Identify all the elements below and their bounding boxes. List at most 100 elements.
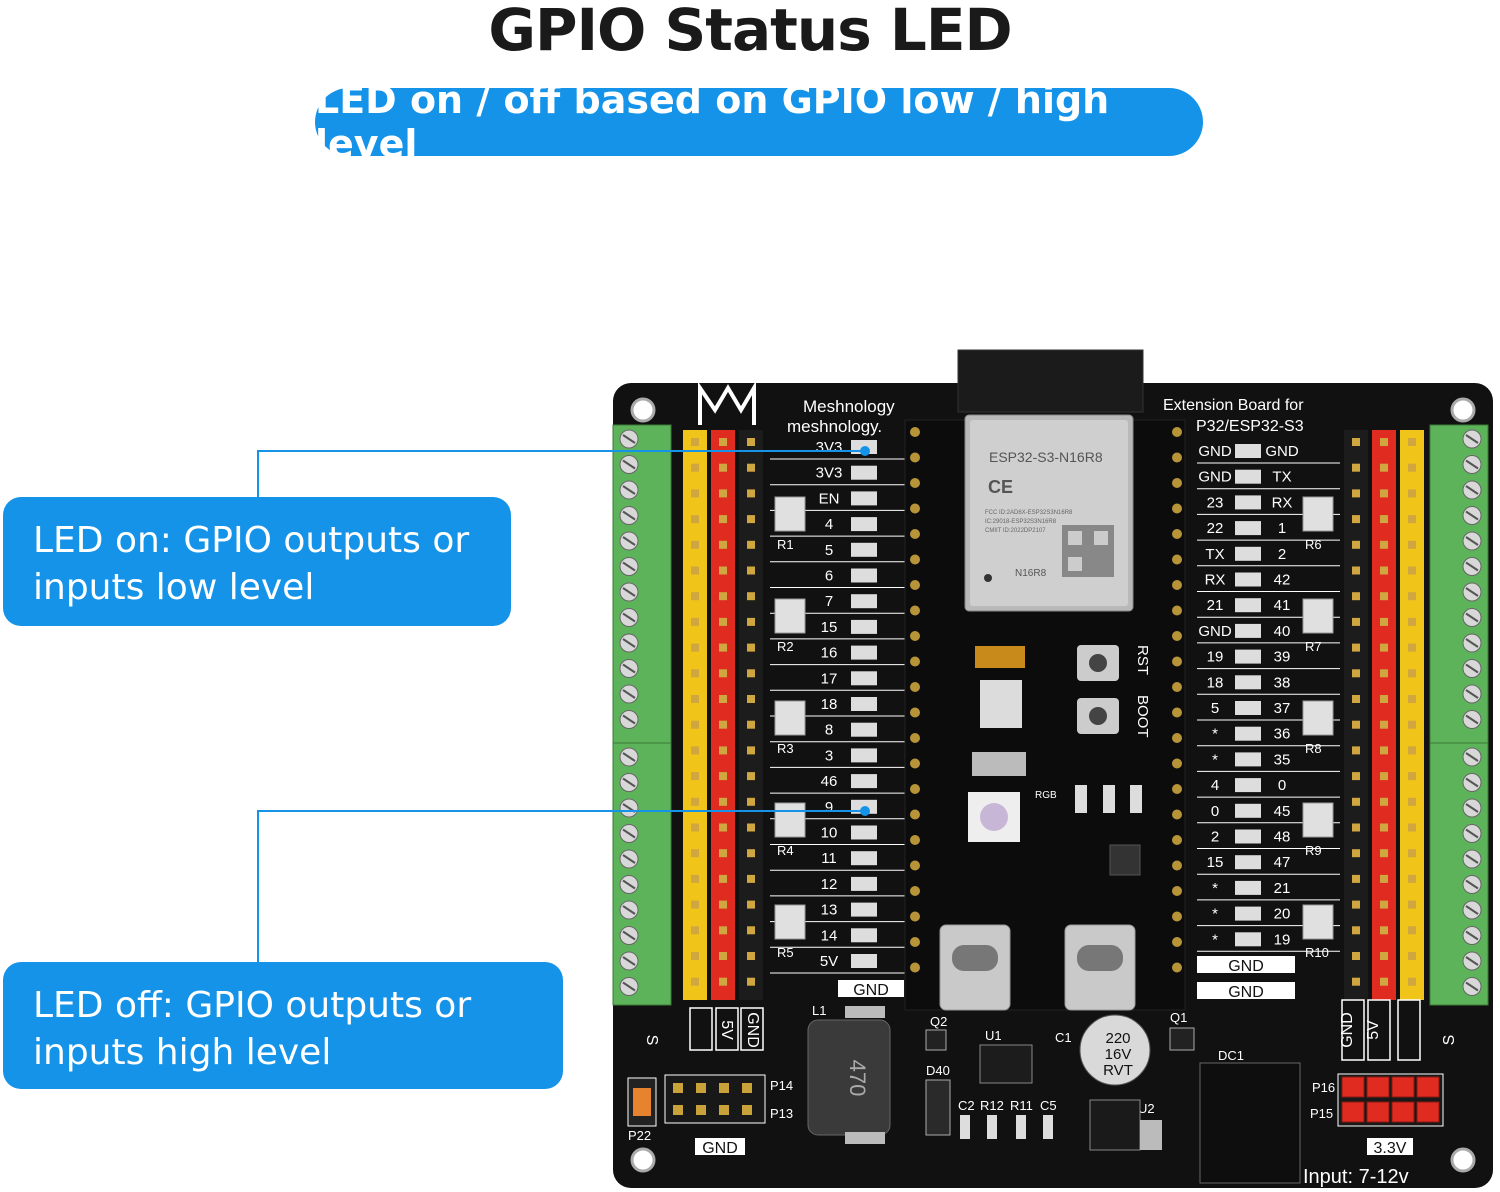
- resistor-array: [774, 700, 806, 736]
- header-pin: [1366, 1101, 1390, 1123]
- bottom-s-left: S: [643, 1035, 660, 1046]
- devkit-pin: [910, 656, 920, 667]
- p14-label: P14: [770, 1078, 793, 1093]
- header-pin: [691, 540, 699, 549]
- meshnology-logo: [698, 380, 756, 425]
- right-pin-label: 5: [1211, 700, 1219, 717]
- header-pin: [1352, 669, 1360, 678]
- status-led: [1235, 829, 1261, 844]
- callout-off-line-1: LED off: GPIO outputs or: [33, 985, 472, 1026]
- header-pin: [1408, 566, 1416, 575]
- devkit-pin: [910, 809, 920, 820]
- header-pin: [1352, 900, 1360, 909]
- q1-label: Q1: [1170, 1010, 1187, 1025]
- header-pin: [1408, 797, 1416, 806]
- status-led: [851, 517, 877, 532]
- cap-line-2: 16V: [1105, 1046, 1132, 1063]
- devkit-pin: [1172, 580, 1182, 590]
- header-pin: [691, 463, 699, 472]
- devkit-pin: [1172, 682, 1182, 692]
- leader-line-on-v: [257, 450, 259, 498]
- devkit-pin: [1172, 478, 1182, 488]
- header-pin: [1352, 823, 1360, 832]
- status-led: [851, 542, 877, 557]
- resistor-array: [1302, 802, 1334, 838]
- right-pin-label: *: [1212, 880, 1218, 897]
- devkit-pin: [1172, 911, 1182, 922]
- header-pin: [1366, 1076, 1390, 1098]
- devkit-pin: [910, 503, 920, 514]
- left-terminal-block: [612, 424, 672, 1006]
- header-pin: [691, 849, 699, 858]
- right-pin-label: *: [1212, 726, 1218, 743]
- v33-label: 3.3V: [1374, 1140, 1407, 1157]
- status-led: [851, 697, 877, 711]
- status-led: [1235, 778, 1261, 793]
- status-led: [851, 902, 877, 917]
- devkit-pin: [910, 580, 920, 590]
- p15-label: P15: [1310, 1106, 1333, 1121]
- p16-label: P16: [1312, 1080, 1335, 1095]
- left-pin-label: 15: [821, 619, 838, 636]
- bottom-gnd-left: GND: [744, 1012, 761, 1048]
- header-pin: [673, 1083, 683, 1093]
- resistor-label: R7: [1305, 639, 1322, 654]
- header-pin: [1408, 772, 1416, 781]
- header-pin: [1408, 540, 1416, 549]
- passive-r11: R11: [1010, 1098, 1033, 1113]
- right-gnd-label-2: GND: [1228, 984, 1264, 1001]
- status-led: [1235, 726, 1261, 741]
- right-pin-label: *: [1212, 906, 1218, 923]
- bottom-5v-left: 5V: [718, 1020, 735, 1040]
- bottom-s-right: S: [1441, 1035, 1458, 1046]
- header-pin: [1352, 797, 1360, 806]
- left-pin-label: 10: [821, 825, 838, 842]
- header-pin: [747, 823, 755, 832]
- module-variant: N16R8: [1015, 568, 1047, 579]
- module-fcc-1: FCC ID:2AD6X-ESP32S3N16R8: [985, 510, 1073, 516]
- header-pin: [1352, 952, 1360, 960]
- left-pin-label: 17: [821, 670, 838, 687]
- right-pin-label-2: 47: [1274, 854, 1291, 871]
- header-pin: [719, 617, 727, 626]
- header-pin: [742, 1083, 752, 1093]
- right-pin-label-2: 40: [1274, 623, 1291, 640]
- header-pin: [1352, 643, 1360, 652]
- header-pin: [719, 823, 727, 832]
- status-led: [1235, 675, 1261, 690]
- l1-label: L1: [812, 1003, 826, 1018]
- header-pin: [691, 900, 699, 909]
- header-pin: [696, 1083, 706, 1093]
- header-pin: [747, 720, 755, 729]
- header-pin: [1380, 669, 1388, 678]
- left-pin-label: 8: [825, 722, 833, 739]
- right-terminal-block: [1429, 424, 1489, 1006]
- right-pin-label-2: 0: [1278, 777, 1286, 794]
- devkit-pin: [1172, 503, 1182, 514]
- electrolytic-cap: [1079, 1014, 1151, 1086]
- devkit-pin: [1172, 784, 1182, 794]
- header-pin: [1408, 849, 1416, 858]
- u2-label: U2: [1138, 1101, 1155, 1116]
- header-pin: [719, 1083, 729, 1093]
- header-pin: [691, 772, 699, 781]
- devkit-pin: [910, 605, 920, 616]
- mounting-hole: [630, 397, 656, 423]
- header-pin: [1416, 1076, 1440, 1098]
- devkit-pin: [1172, 707, 1182, 718]
- dc-jack: [1199, 1062, 1301, 1184]
- header-pin: [1352, 720, 1360, 729]
- header-pin: [1352, 977, 1360, 986]
- resistor-label: R10: [1305, 945, 1329, 960]
- left-pin-label: 7: [825, 593, 833, 610]
- left-pin-label: 9: [825, 799, 833, 816]
- header-pin: [747, 489, 755, 498]
- header-p14-p13: [664, 1074, 766, 1124]
- devkit-pin: [910, 835, 920, 845]
- header-pin: [691, 643, 699, 652]
- left-pin-label: 3V3: [816, 465, 843, 482]
- header-pin: [1352, 592, 1360, 601]
- header-pin: [747, 463, 755, 472]
- header-pin: [691, 797, 699, 806]
- header-pin: [1380, 900, 1388, 909]
